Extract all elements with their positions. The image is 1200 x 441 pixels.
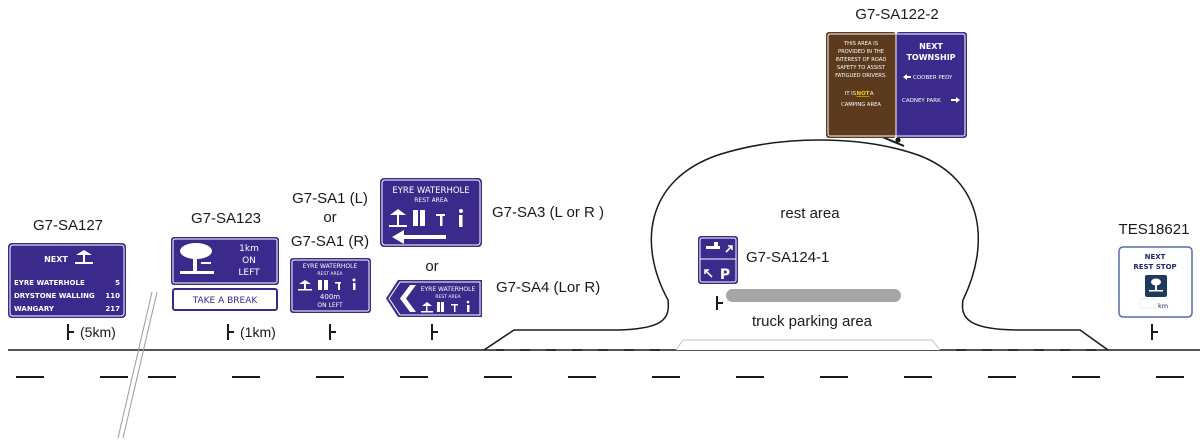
sa1-distance: 400m bbox=[320, 293, 340, 301]
tes-rest-stop: REST STOP bbox=[1133, 263, 1176, 271]
sa122-left-line-2: PROVIDED IN THE bbox=[838, 49, 884, 55]
sa1-title: EYRE WATERHOLE bbox=[303, 263, 358, 270]
label-tes18621: TES18621 bbox=[1119, 221, 1190, 238]
rest-area-outline: rest area truck parking area bbox=[483, 139, 1109, 351]
sa123-on: ON bbox=[242, 256, 256, 266]
sa1-side: ON LEFT bbox=[317, 302, 343, 309]
sa1-sub: REST AREA bbox=[317, 271, 343, 277]
sign-tes18621: NEXT REST STOP km bbox=[1118, 246, 1193, 318]
tes-unit: km bbox=[1158, 302, 1168, 310]
label-g7-sa124-1: G7-SA124-1 bbox=[746, 249, 829, 266]
sa123-plate-text: TAKE A BREAK bbox=[192, 296, 259, 306]
sign-g7-sa122-2: THIS AREA IS PROVIDED IN THE INTEREST OF… bbox=[826, 32, 967, 138]
break-marks bbox=[117, 291, 158, 439]
truck-parking-bar bbox=[726, 289, 901, 302]
sa127-row-1-km: 5 bbox=[115, 279, 120, 287]
tes-next: NEXT bbox=[1145, 253, 1166, 261]
label-g7-sa1-l: G7-SA1 (L) bbox=[292, 190, 368, 207]
sa123-distance: 1km bbox=[239, 244, 259, 254]
label-g7-sa1-r: G7-SA1 (R) bbox=[291, 233, 369, 250]
facility-icons bbox=[298, 278, 356, 291]
sign-g7-sa127: NEXT EYRE WATERHOLE 5 DRYSTONE WALLING 1… bbox=[8, 243, 126, 318]
sa122-a: A bbox=[870, 91, 874, 97]
sa127-row-1-name: EYRE WATERHOLE bbox=[14, 279, 85, 287]
arrow-left-icon bbox=[392, 230, 446, 244]
sa127-row-3-name: WANGARY bbox=[14, 305, 55, 313]
sa122-township: TOWNSHIP bbox=[906, 53, 955, 62]
sa127-row-3-km: 217 bbox=[105, 305, 120, 313]
arrow-up-left-icon bbox=[704, 269, 713, 278]
take-a-break-plate bbox=[172, 288, 278, 311]
sa122-not: NOT bbox=[856, 91, 869, 97]
sign-g7-sa3: EYRE WATERHOLE REST AREA bbox=[380, 178, 482, 247]
arrow-right-icon bbox=[951, 97, 960, 103]
parking-bay bbox=[675, 339, 941, 351]
sa3-sub: REST AREA bbox=[414, 197, 448, 204]
sa122-camping: CAMPING AREA bbox=[841, 102, 881, 108]
sa127-row-2-name: DRYSTONE WALLING bbox=[14, 292, 95, 300]
sign-g7-sa1: EYRE WATERHOLE REST AREA 400m ON LEFT bbox=[290, 258, 371, 313]
sign-g7-sa124-1: P bbox=[698, 236, 738, 284]
arrow-left-icon bbox=[903, 74, 911, 80]
sa127-heading: NEXT bbox=[44, 255, 68, 264]
sign-g7-sa4: EYRE WATERHOLE REST AREA bbox=[386, 280, 482, 317]
label-or-1: or bbox=[323, 209, 336, 226]
chevron-left-icon bbox=[400, 285, 416, 312]
picnic-table-icon bbox=[1149, 278, 1163, 292]
sa127-row-2-km: 110 bbox=[105, 292, 120, 300]
sa123-left: LEFT bbox=[238, 268, 260, 278]
sa122-left-line-5: FATIGUED DRIVERS. bbox=[835, 73, 887, 79]
sa124-p: P bbox=[720, 267, 730, 283]
rest-area-label: rest area bbox=[780, 205, 840, 222]
sa122-left-line-3: INTEREST OF ROAD bbox=[836, 57, 887, 63]
sa122-dest-2: CADNEY PARK bbox=[902, 98, 941, 104]
toilet-parking-icon bbox=[706, 242, 733, 253]
sa122-left-line-1: THIS AREA IS bbox=[843, 41, 878, 47]
distance-5km: (5km) bbox=[80, 324, 116, 340]
facility-icons bbox=[421, 300, 470, 313]
sa3-title: EYRE WATERHOLE bbox=[392, 186, 469, 196]
facility-icons bbox=[389, 209, 463, 227]
label-g7-sa127: G7-SA127 bbox=[33, 217, 103, 234]
label-g7-sa4: G7-SA4 (Lor R) bbox=[496, 279, 600, 296]
truck-parking-label: truck parking area bbox=[752, 313, 873, 330]
label-g7-sa3: G7-SA3 (L or R ) bbox=[492, 204, 604, 221]
sa4-sub: REST AREA bbox=[435, 294, 461, 300]
sa4-title: EYRE WATERHOLE bbox=[421, 286, 476, 293]
distance-1km: (1km) bbox=[240, 324, 276, 340]
label-g7-sa123: G7-SA123 bbox=[191, 210, 261, 227]
sa122-it-is: IT IS bbox=[845, 91, 856, 97]
sign-g7-sa123: 1km ON LEFT TAKE A BREAK bbox=[171, 237, 279, 311]
label-or-2: or bbox=[425, 258, 438, 275]
sa122-left-line-4: SAFETY TO ASSIST bbox=[837, 65, 886, 71]
sa122-next: NEXT bbox=[919, 42, 943, 51]
tes-km-box bbox=[1139, 298, 1157, 309]
road bbox=[8, 291, 1200, 439]
sa122-dest-1: COOBER PEDY bbox=[913, 75, 953, 81]
tree-table-icon bbox=[180, 243, 214, 274]
picnic-table-icon bbox=[75, 250, 93, 264]
label-g7-sa122-2: G7-SA122-2 bbox=[855, 6, 938, 23]
